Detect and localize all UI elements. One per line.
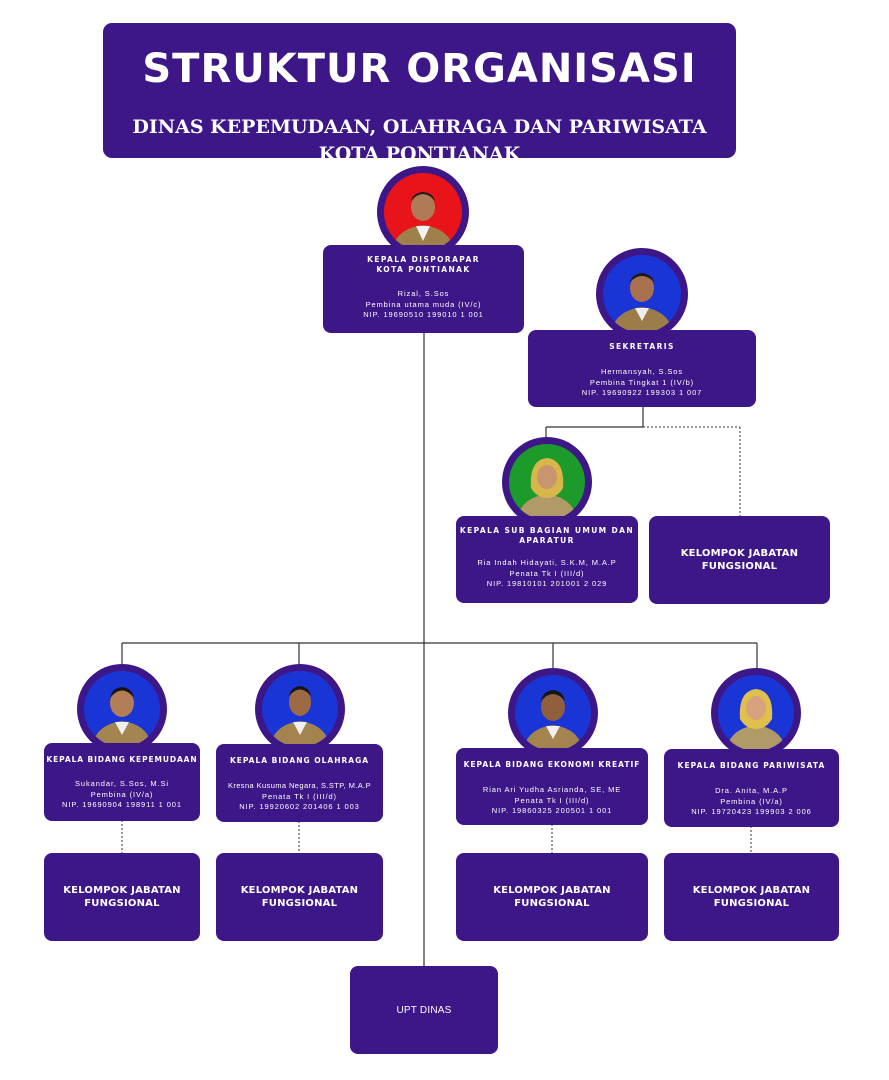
kabid-olahraga-title: KEPALA BIDANG OLAHRAGA	[229, 756, 370, 765]
fungsional-line-1: KELOMPOK JABATAN	[63, 885, 181, 896]
person-icon	[523, 690, 583, 751]
kepala-rank: Pembina utama muda (IV/c)	[365, 299, 482, 309]
person-icon	[517, 458, 577, 520]
kabid-olahraga-nip: NIP. 19920602 201406 1 003	[239, 802, 360, 811]
fungsional-line-1: KELOMPOK JABATAN	[240, 885, 359, 896]
kabid-pariwisata-title: KEPALA BIDANG PARIWISATA	[677, 761, 826, 770]
fungsional-line-1: KELOMPOK JABATAN	[493, 885, 611, 896]
kabid-pariwisata-info: Dra. Anita, M.A.P Pembina (IV/a) NIP. 19…	[664, 786, 839, 818]
kabid-ekraf-card: KEPALA BIDANG EKONOMI KREATIF Rian Ari Y…	[456, 748, 648, 825]
kasubag-nip: NIP. 19810101 201001 2 029	[486, 579, 608, 588]
person-icon	[726, 689, 786, 751]
fungsional-line-2: FUNGSIONAL	[261, 898, 338, 909]
kabid-kepemudaan-card: KEPALA BIDANG KEPEMUDAAN Sukandar, S.Sos…	[44, 743, 200, 821]
kabid-pariwisata-rank: Pembina (IV/a)	[720, 796, 783, 806]
fungsional-box-sekretariat: KELOMPOK JABATAN FUNGSIONAL	[649, 516, 830, 604]
page-subtitle: DINAS KEPEMUDAAN, OLAHRAGA DAN PARIWISAT…	[103, 114, 736, 168]
kabid-olahraga-card: KEPALA BIDANG OLAHRAGA Kresna Kusuma Neg…	[216, 744, 383, 822]
kepala-title-line-2: KOTA PONTIANAK	[376, 265, 471, 274]
kasubag-info: Ria Indah Hidayati, S.K.M, M.A.P Penata …	[456, 558, 638, 590]
kabid-kepemudaan-title: KEPALA BIDANG KEPEMUDAAN	[46, 755, 198, 764]
kepala-nip: NIP. 19690510 199010 1 001	[363, 310, 484, 319]
sekretaris-rank: Pembina Tingkat 1 (IV/b)	[589, 377, 695, 387]
sekretaris-info: Hermansyah, S.Sos Pembina Tingkat 1 (IV/…	[528, 367, 756, 399]
fungsional-box-kepemudaan: KELOMPOK JABATAN FUNGSIONAL	[44, 853, 200, 941]
kasubag-rank: Penata Tk I (III/d)	[509, 568, 585, 578]
sekretaris-photo	[596, 248, 688, 340]
subtitle-line-1: DINAS KEPEMUDAAN, OLAHRAGA DAN PARIWISAT…	[132, 116, 707, 138]
kabid-ekraf-title: KEPALA BIDANG EKONOMI KREATIF	[463, 760, 641, 769]
kepala-info: Rizal, S.Sos Pembina utama muda (IV/c) N…	[323, 289, 524, 321]
kepala-title-line-1: KEPALA DISPORAPAR	[367, 255, 480, 264]
kabid-kepemudaan-info: Sukandar, S.Sos, M.Si Pembina (IV/a) NIP…	[44, 779, 200, 811]
kasubag-title-line-2: APARATUR	[519, 536, 575, 545]
kepala-card: KEPALA DISPORAPAR KOTA PONTIANAK Rizal, …	[323, 245, 524, 333]
kabid-pariwisata-photo	[711, 668, 801, 758]
fungsional-box-pariwisata: KELOMPOK JABATAN FUNGSIONAL	[664, 853, 839, 941]
fungsional-line-2: FUNGSIONAL	[713, 898, 790, 909]
fungsional-box-olahraga: KELOMPOK JABATAN FUNGSIONAL	[216, 853, 383, 941]
kabid-ekraf-nip: NIP. 19860325 200501 1 001	[491, 806, 613, 815]
person-icon	[611, 273, 673, 333]
header-banner: STRUKTUR ORGANISASI DINAS KEPEMUDAAN, OL…	[103, 23, 736, 165]
kasubag-photo	[502, 437, 592, 527]
kabid-olahraga-name: Kresna Kusuma Negara, S.STP, M.A.P	[227, 781, 372, 790]
kepala-photo	[377, 166, 469, 258]
kabid-ekraf-photo	[508, 668, 598, 758]
kabid-kepemudaan-rank: Pembina (IV/a)	[90, 789, 154, 799]
upt-dinas-box: UPT DINAS	[350, 966, 498, 1054]
person-icon	[270, 686, 330, 747]
person-icon	[92, 687, 152, 747]
kabid-olahraga-rank: Penata Tk I (III/d)	[262, 791, 337, 801]
kasubag-title: KEPALA SUB BAGIAN UMUM DAN APARATUR	[456, 526, 638, 546]
fungsional-line-1: KELOMPOK JABATAN	[680, 548, 799, 559]
fungsional-line-2: FUNGSIONAL	[84, 898, 160, 909]
fungsional-line-2: FUNGSIONAL	[701, 561, 778, 572]
person-icon	[392, 192, 454, 251]
kabid-ekraf-rank: Penata Tk I (III/d)	[514, 795, 590, 805]
sekretaris-title: SEKRETARIS	[609, 342, 675, 351]
sekretaris-name: Hermansyah, S.Sos	[601, 367, 683, 376]
kasubag-card: KEPALA SUB BAGIAN UMUM DAN APARATUR Ria …	[456, 516, 638, 603]
kabid-kepemudaan-photo	[77, 664, 167, 754]
kabid-pariwisata-nip: NIP. 19720423 199903 2 006	[691, 807, 812, 816]
kepala-name: Rizal, S.Sos	[397, 289, 450, 298]
kabid-kepemudaan-name: Sukandar, S.Sos, M.Si	[75, 779, 169, 788]
sekretaris-card: SEKRETARIS Hermansyah, S.Sos Pembina Tin…	[528, 330, 756, 407]
kabid-pariwisata-card: KEPALA BIDANG PARIWISATA Dra. Anita, M.A…	[664, 749, 839, 827]
kabid-ekraf-info: Rian Ari Yudha Asrianda, SE, ME Penata T…	[456, 785, 648, 817]
page-title: STRUKTUR ORGANISASI	[142, 46, 697, 92]
kabid-ekraf-name: Rian Ari Yudha Asrianda, SE, ME	[482, 785, 622, 794]
subtitle-line-2: KOTA PONTIANAK	[318, 143, 521, 165]
kasubag-name: Ria Indah Hidayati, S.K.M, M.A.P	[477, 558, 617, 567]
sekretaris-nip: NIP. 19690922 199303 1 007	[581, 388, 703, 397]
fungsional-line-2: FUNGSIONAL	[514, 898, 590, 909]
kepala-title: KEPALA DISPORAPAR KOTA PONTIANAK	[323, 255, 524, 275]
kabid-kepemudaan-nip: NIP. 19690904 198911 1 001	[62, 800, 182, 809]
kasubag-title-line-1: KEPALA SUB BAGIAN UMUM DAN	[459, 526, 635, 535]
kabid-olahraga-info: Kresna Kusuma Negara, S.STP, M.A.P Penat…	[216, 781, 383, 813]
kabid-olahraga-photo	[255, 664, 345, 754]
kabid-pariwisata-name: Dra. Anita, M.A.P	[715, 786, 788, 795]
fungsional-box-ekraf: KELOMPOK JABATAN FUNGSIONAL	[456, 853, 648, 941]
fungsional-line-1: KELOMPOK JABATAN	[692, 885, 811, 896]
upt-dinas-label: UPT DINAS	[396, 1004, 452, 1016]
